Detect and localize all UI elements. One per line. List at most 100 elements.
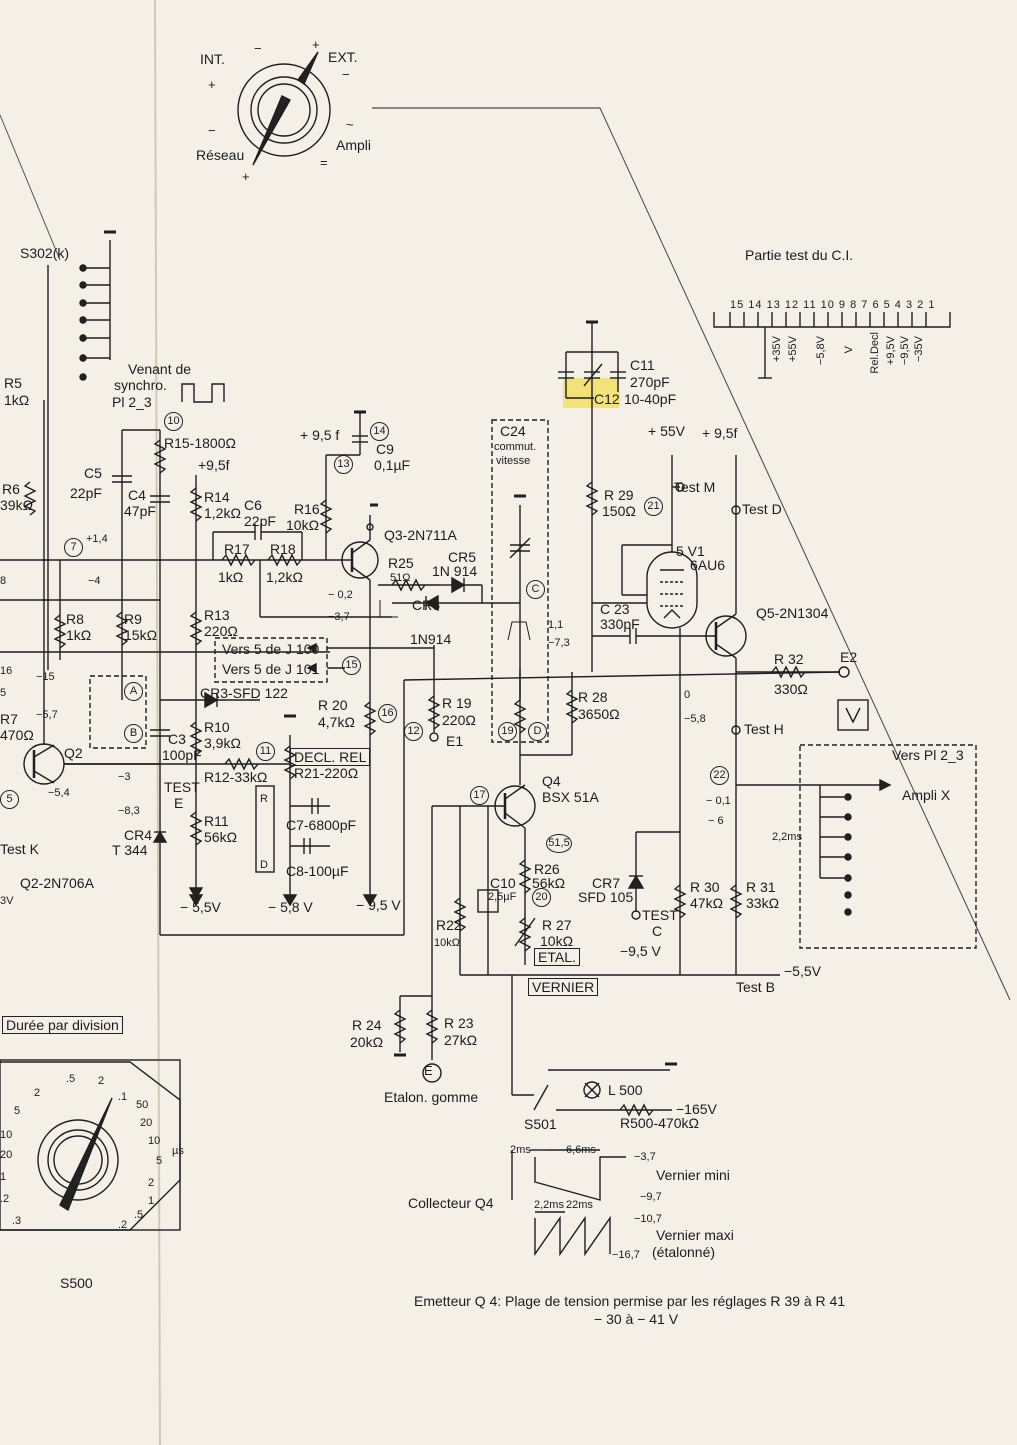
c11-value: 270pF: [630, 374, 670, 390]
tb-r0: 50: [136, 1099, 149, 1111]
q2-type: Q2-2N706A: [20, 875, 94, 891]
r14-label: R14: [204, 489, 230, 505]
cr6-label: CR6: [412, 597, 441, 613]
c11-label: C11: [630, 357, 655, 373]
tb-r1: 20: [140, 1117, 153, 1129]
r22-value: 10kΩ: [434, 937, 460, 949]
node-13: 13: [334, 455, 353, 474]
r23-value: 27kΩ: [444, 1032, 478, 1048]
q4-type: BSX 51A: [542, 789, 599, 805]
test-b-label: Test B: [736, 979, 775, 995]
q2-label: Q2: [64, 745, 83, 761]
node-d: D: [528, 722, 547, 741]
c5-value: 22pF: [70, 485, 102, 501]
vernier-label: VERNIER: [528, 978, 599, 996]
ms22-label: 2,2ms: [772, 831, 802, 843]
footer-line-1: Emetteur Q 4: Plage de tension permise p…: [414, 1293, 846, 1309]
test-e-node: E: [174, 795, 184, 811]
c23-label: C 23: [600, 601, 630, 617]
r16-label: R16: [294, 501, 320, 517]
q5-label: Q5-2N1304: [756, 605, 829, 621]
v-5: 5: [0, 687, 7, 699]
s302-label: S302(k): [20, 245, 70, 261]
wf-22ms-a: 2,2ms: [534, 1199, 564, 1211]
rail-m95-b: −9,5 V: [620, 943, 661, 959]
r28-label: R 28: [578, 689, 608, 705]
rail-v: V: [843, 346, 855, 354]
node-515: 51,5: [546, 834, 572, 853]
c6-value: 22pF: [244, 513, 276, 529]
rail-p95f-a: + 9,5 f: [300, 427, 340, 443]
tb-unit: µs: [172, 1145, 184, 1157]
tb-l2: 2: [98, 1075, 105, 1087]
label-plus-1: +: [208, 77, 216, 92]
tb-r2: 10: [148, 1135, 161, 1147]
v-m02: − 0,2: [328, 589, 353, 601]
r25-value: 51Ω: [390, 572, 411, 584]
tb-r4: 2: [148, 1177, 155, 1189]
node-b: B: [124, 724, 143, 743]
synchro-pulse: [181, 383, 225, 403]
test-m-label: Test M: [674, 479, 716, 495]
footer-line-2: − 30 à − 41 V: [594, 1311, 679, 1327]
vers-j100: Vers 5 de J 100: [222, 641, 320, 657]
r30-value: 47kΩ: [690, 895, 724, 911]
r21-label: R21-220Ω: [294, 765, 359, 781]
r25-label: R25: [388, 555, 414, 571]
tb-l3: .1: [118, 1091, 128, 1103]
node-c: C: [526, 580, 545, 599]
r32-label: R 32: [774, 651, 804, 667]
wf-m37: −3,7: [634, 1151, 656, 1163]
r7-value: 470Ω: [0, 727, 34, 743]
v1-label: 5 V1: [676, 543, 705, 559]
v-0: 0: [684, 689, 691, 701]
r5-label: R5: [4, 375, 22, 391]
test-d-label: Test D: [742, 501, 782, 517]
v-m6: − 6: [708, 815, 724, 827]
c3-value: 100pF: [162, 747, 202, 763]
r6-value: 39kΩ: [0, 497, 34, 513]
r15-label: R15-1800Ω: [164, 435, 236, 451]
tb-l6: 20: [0, 1149, 13, 1161]
r32-value: 330Ω: [774, 681, 808, 697]
v-m57: −5,7: [36, 709, 58, 721]
r23-label: R 23: [444, 1015, 474, 1031]
wf-m107: −10,7: [634, 1213, 662, 1225]
v-m15: −15: [36, 671, 55, 683]
d-marker: D: [260, 859, 268, 871]
node-15: 15: [342, 656, 361, 675]
cr4-value: T 344: [112, 842, 148, 858]
v-3v: 3V: [0, 895, 14, 907]
collecteur-label: Collecteur Q4: [408, 1195, 494, 1211]
label-ac: ~: [346, 117, 354, 132]
c5-label: C5: [84, 465, 102, 481]
vers-j101: Vers 5 de J 101: [222, 661, 320, 677]
test-pin-numbers: 15 14 13 12 11 10 9 8 7 6 5 4 3 2 1: [730, 299, 936, 311]
test-h-label: Test H: [744, 721, 784, 737]
r11-value: 56kΩ: [204, 829, 238, 845]
rail-m55-b: −5,5V: [784, 963, 821, 979]
c9-value: 0,1µF: [374, 457, 411, 473]
r30-label: R 30: [690, 879, 720, 895]
r20-value: 4,7kΩ: [318, 714, 355, 730]
v-m54: −5,4: [48, 787, 70, 799]
c12-label: C12: [594, 391, 620, 407]
wf-etalonne: (étalonné): [652, 1244, 716, 1260]
r-marker: R: [260, 793, 268, 805]
cr7-label: CR7: [592, 875, 621, 891]
tb-l0: 2: [34, 1087, 41, 1099]
e1-label: E1: [446, 733, 464, 749]
r29-label: R 29: [604, 487, 634, 503]
r22-label: R22: [436, 917, 462, 933]
r27-label: R 27: [542, 917, 572, 933]
rail-m35: −35V: [913, 336, 925, 362]
tb-r6: .5: [134, 1209, 144, 1221]
v-p14: +1,4: [86, 533, 108, 545]
test-c-node: C: [652, 923, 663, 939]
label-minus-1: −: [208, 123, 216, 138]
duree-label: Durée par division: [2, 1016, 123, 1034]
rail-p95f-b: +9,5f: [198, 457, 230, 473]
node-16: 16: [378, 704, 397, 723]
label-plus-3: +: [242, 169, 250, 184]
label-ampli: Ampli: [336, 137, 372, 153]
